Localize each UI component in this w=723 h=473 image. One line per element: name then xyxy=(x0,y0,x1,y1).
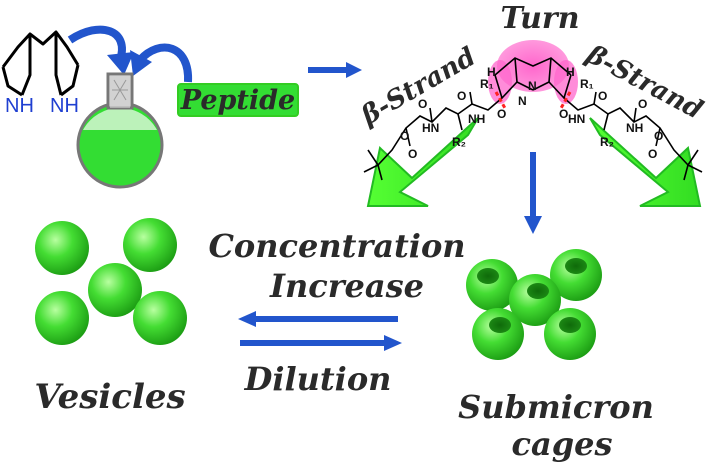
h-bond-right xyxy=(558,91,572,111)
svg-text:R₁: R₁ xyxy=(580,77,594,91)
svg-text:O: O xyxy=(408,147,417,161)
svg-text:R₂: R₂ xyxy=(452,135,466,149)
svg-text:N: N xyxy=(528,79,537,93)
concentration-label: Concentration xyxy=(208,227,465,265)
svg-text:R₁: R₁ xyxy=(480,77,494,91)
arrow-to-cages-head xyxy=(524,216,542,234)
h-bond-left xyxy=(494,91,508,111)
cages-label: cages xyxy=(512,425,613,463)
vesicles-cluster xyxy=(35,218,187,345)
svg-text:O: O xyxy=(400,129,409,143)
vesicle-sphere xyxy=(35,291,89,345)
svg-text:O: O xyxy=(559,107,568,121)
equilibrium-arrow-left-head xyxy=(238,311,256,327)
svg-text:H: H xyxy=(487,65,496,79)
amine-nh-left: NH xyxy=(5,95,34,117)
svg-text:O: O xyxy=(638,97,647,111)
curved-arrow-right-head xyxy=(130,50,152,76)
vesicle-sphere xyxy=(123,218,177,272)
curved-arrow-left xyxy=(67,25,126,62)
amine-nh-right: NH xyxy=(50,95,79,117)
svg-text:HN: HN xyxy=(422,121,439,135)
structure-atom-labels: N N H H O O R₁ R₁ NH HN O O HN NH R₂ R₂ … xyxy=(400,65,663,161)
svg-text:O: O xyxy=(418,97,427,111)
svg-text:O: O xyxy=(497,107,506,121)
svg-text:NH: NH xyxy=(468,112,485,126)
equilibrium-arrow-right-head xyxy=(384,335,402,351)
strand-label-right: β-Strand xyxy=(581,39,708,125)
svg-text:O: O xyxy=(598,89,607,103)
peptide-badge xyxy=(177,83,299,117)
flask-icon xyxy=(76,72,164,189)
beta-strand-right-arrow xyxy=(589,117,702,207)
svg-text:O: O xyxy=(457,89,466,103)
turn-label: Turn xyxy=(501,1,580,36)
dilution-label: Dilution xyxy=(244,360,392,398)
beta-strand-left-arrow xyxy=(366,117,479,207)
cages-cluster xyxy=(466,249,602,360)
svg-text:O: O xyxy=(654,129,663,143)
arrow-to-structure-head xyxy=(346,62,362,78)
svg-text:N: N xyxy=(518,94,527,108)
peptide-structure xyxy=(363,57,703,181)
vesicle-sphere xyxy=(35,221,89,275)
bicyclic-scaffold xyxy=(1,30,80,97)
increase-label: Increase xyxy=(269,267,424,305)
vesicle-sphere xyxy=(88,263,142,317)
svg-text:O: O xyxy=(648,147,657,161)
vesicles-label: Vesicles xyxy=(34,377,185,417)
svg-text:R₂: R₂ xyxy=(600,135,614,149)
svg-text:NH: NH xyxy=(626,121,643,135)
vesicle-sphere xyxy=(133,291,187,345)
curved-arrow-left-head xyxy=(107,52,134,75)
curved-arrow-right xyxy=(137,43,193,83)
peptide-label: Peptide xyxy=(180,85,295,116)
svg-text:H: H xyxy=(566,65,575,79)
svg-text:HN: HN xyxy=(568,112,585,126)
submicron-label: Submicron xyxy=(458,388,654,426)
